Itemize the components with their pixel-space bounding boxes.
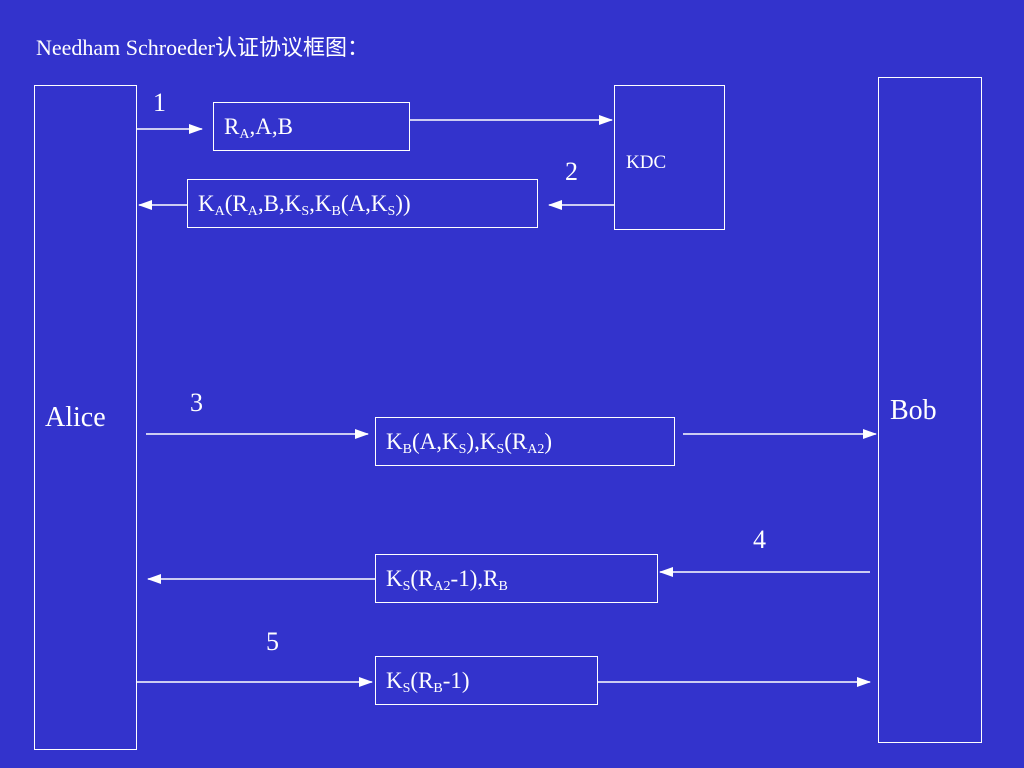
subscript: S xyxy=(402,578,411,594)
subscript: A xyxy=(214,203,225,219)
subscript: S xyxy=(402,680,411,696)
subscript: S xyxy=(387,203,396,219)
bob-box xyxy=(878,77,982,743)
kdc-box xyxy=(614,85,725,230)
alice-box xyxy=(34,85,137,750)
bob-label: Bob xyxy=(890,395,937,426)
step-4-number: 4 xyxy=(753,525,766,554)
subscript: A2 xyxy=(527,441,545,457)
step-2-message: KA(RA,B,KS,KB(A,KS)) xyxy=(187,179,538,228)
subscript: B xyxy=(433,680,443,696)
step-5-number: 5 xyxy=(266,627,279,656)
message-text: KB(A,KS),KS(RA2) xyxy=(386,428,553,457)
subscript: A2 xyxy=(433,578,451,594)
step-5-message: KS(RB-1) xyxy=(375,656,598,705)
subscript: A xyxy=(239,126,250,142)
subscript: S xyxy=(301,203,310,219)
kdc-label: KDC xyxy=(626,152,667,173)
alice-label: Alice xyxy=(45,402,106,433)
message-text: KS(RB-1) xyxy=(386,667,470,696)
diagram-title: Needham Schroeder认证协议框图： xyxy=(36,35,369,60)
subscript: B xyxy=(402,441,412,457)
step-2-number: 2 xyxy=(565,157,578,186)
subscript: A xyxy=(247,203,258,219)
step-1-message: RA,A,B xyxy=(213,102,410,151)
step-3-message: KB(A,KS),KS(RA2) xyxy=(375,417,675,466)
subscript: S xyxy=(458,441,467,457)
subscript: B xyxy=(498,578,508,594)
step-4-message: KS(RA2-1),RB xyxy=(375,554,658,603)
subscript: B xyxy=(331,203,341,219)
step-3-number: 3 xyxy=(190,388,203,417)
subscript: S xyxy=(496,441,505,457)
message-text: KA(RA,B,KS,KB(A,KS)) xyxy=(198,190,411,219)
message-text: RA,A,B xyxy=(224,113,293,142)
step-1-number: 1 xyxy=(153,88,166,117)
message-text: KS(RA2-1),RB xyxy=(386,565,508,594)
